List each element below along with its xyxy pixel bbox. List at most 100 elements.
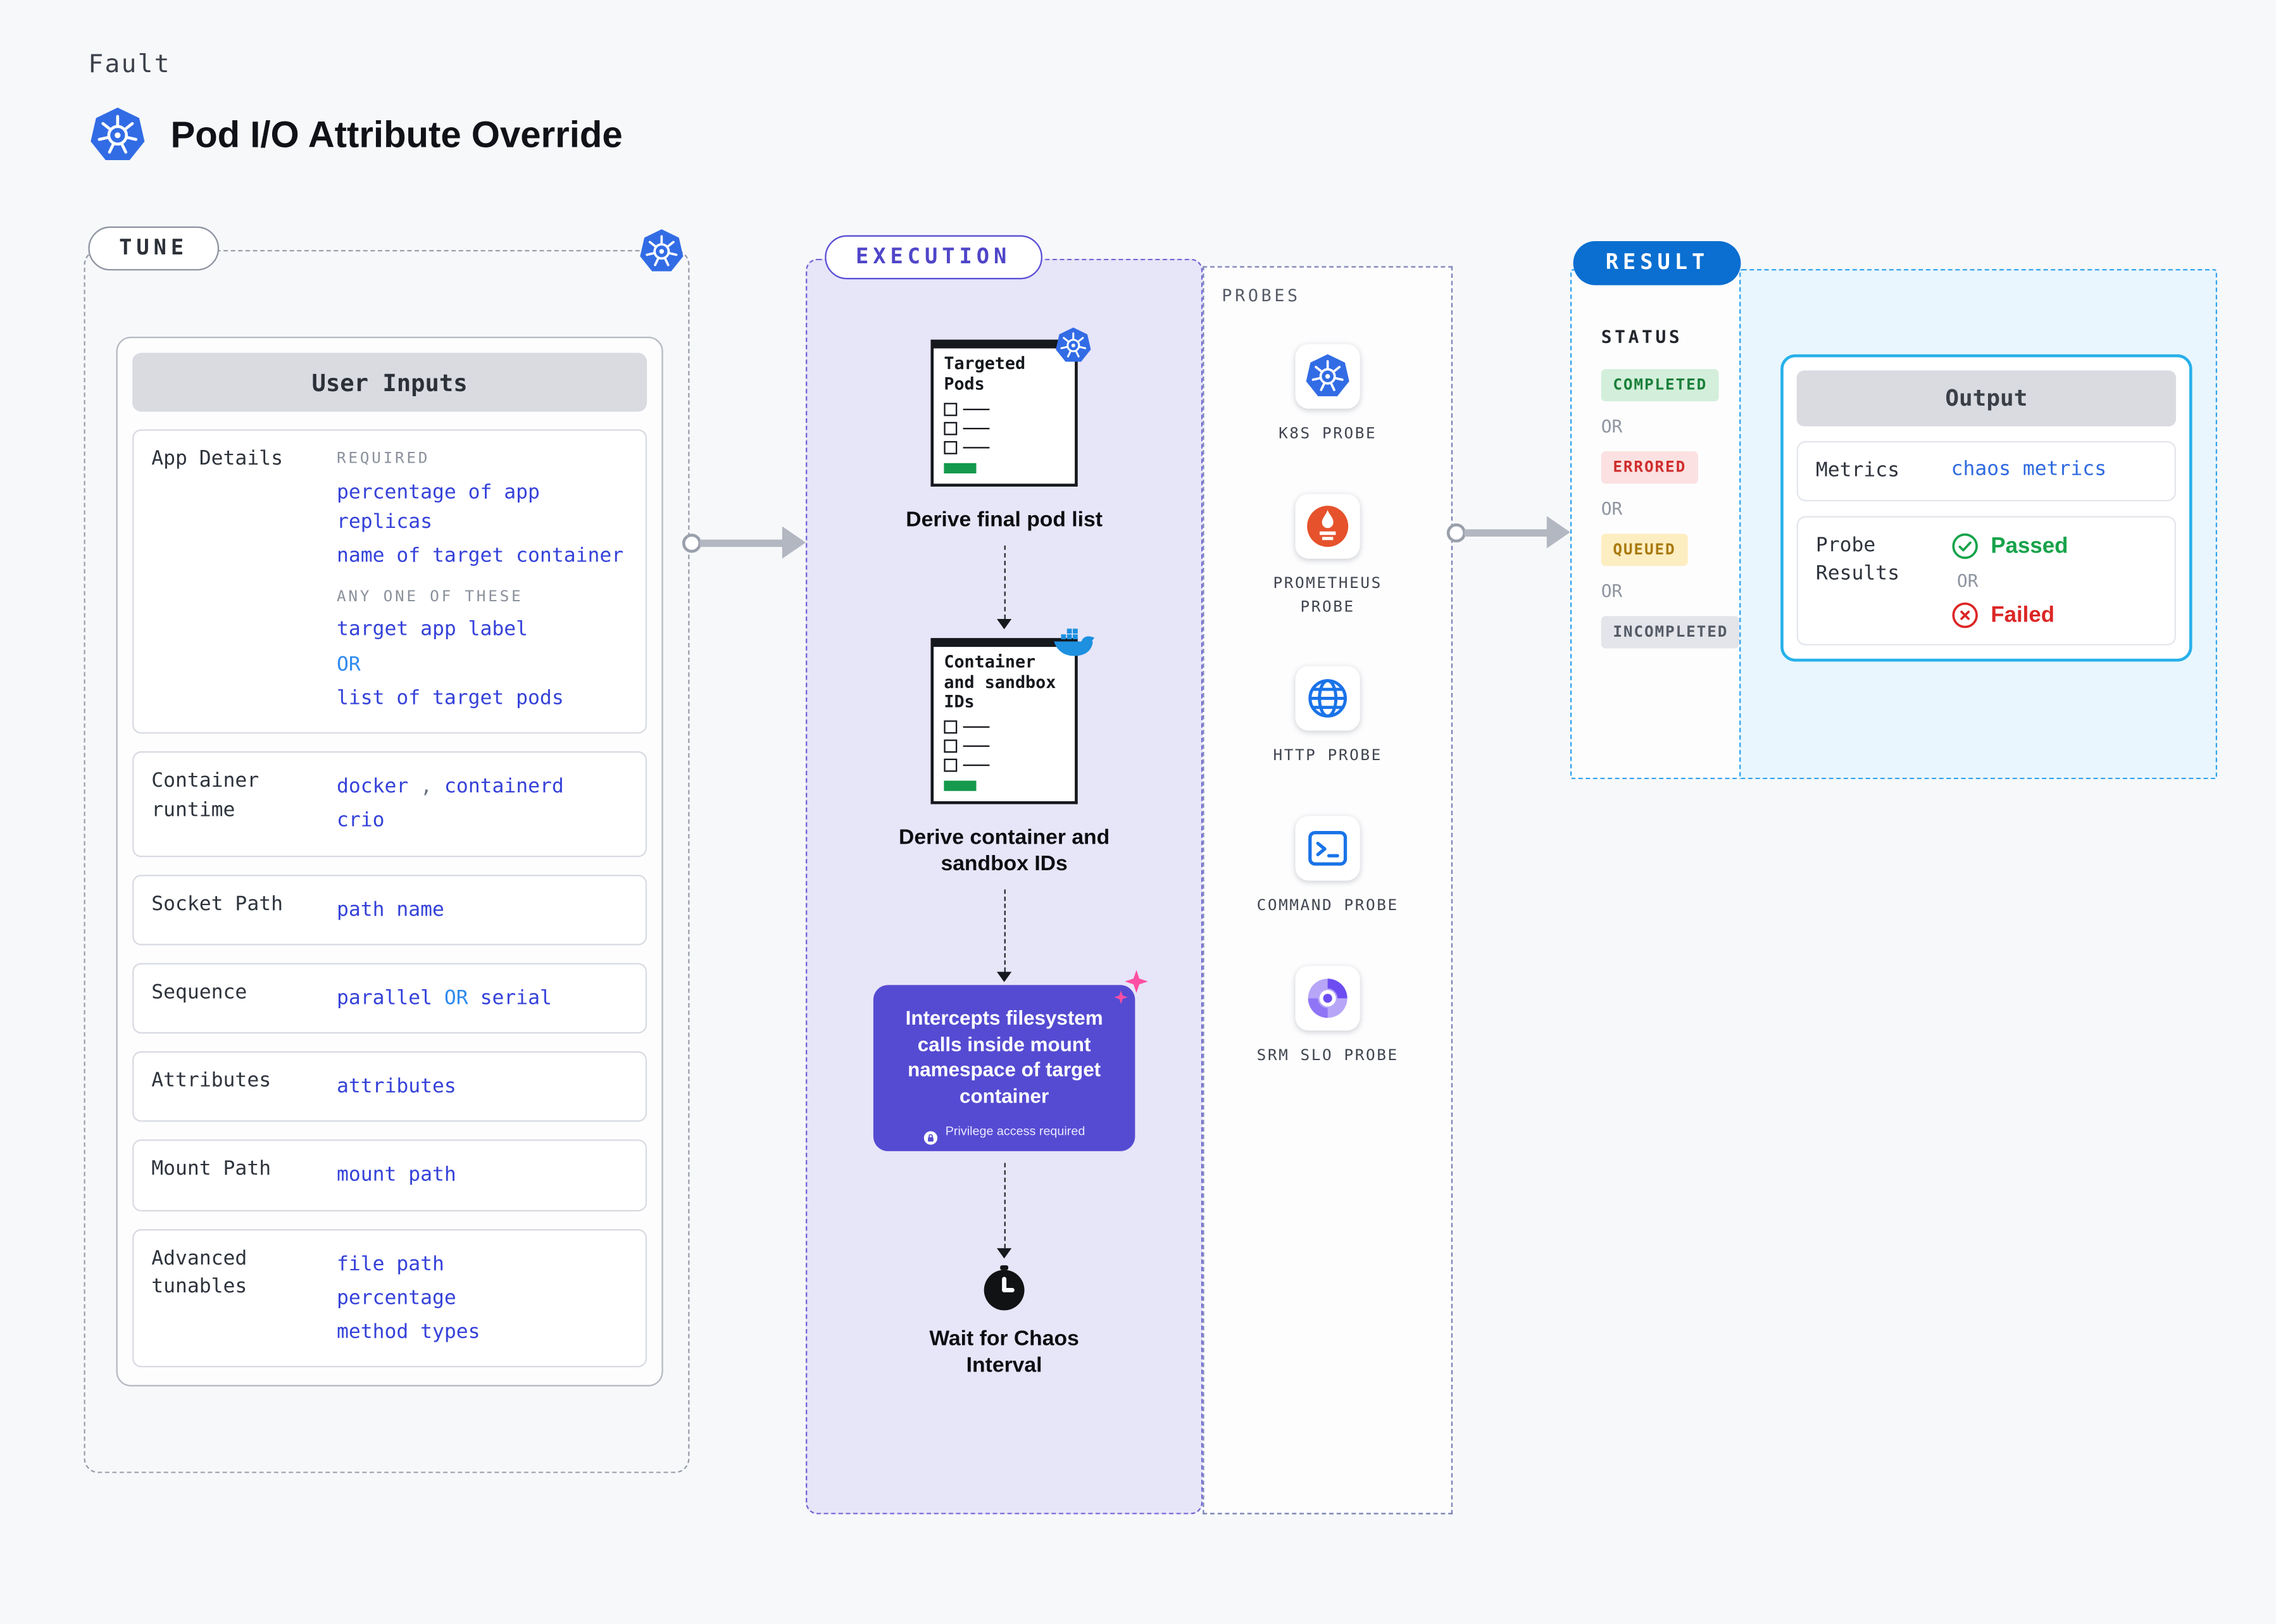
- input-value: file path: [336, 1252, 444, 1276]
- doc-title: Container and sandbox IDs: [944, 651, 1056, 713]
- input-caption: ANY ONE OF THESE: [336, 587, 523, 605]
- connector-arrow-down: [996, 890, 1012, 983]
- dashed-line: [1003, 545, 1005, 619]
- tune-row-values: attributes: [337, 1067, 628, 1106]
- tune-label: TUNE: [88, 226, 219, 271]
- tune-row-label: Sequence: [151, 980, 247, 1004]
- input-value: docker: [336, 775, 409, 799]
- arrow-head: [996, 1247, 1012, 1258]
- metrics-row: Metrics chaos metrics: [1796, 440, 2177, 501]
- line: [963, 427, 990, 429]
- output-panel: Output Metrics chaos metrics Probe Resul…: [1780, 354, 2192, 662]
- container-ids-doc: Container and sandbox IDs: [930, 628, 1095, 804]
- tune-row-label: Mount Path: [151, 1157, 272, 1181]
- prometheus-icon: [1304, 503, 1351, 549]
- probe-item: K8S PROBE: [1279, 344, 1377, 447]
- passed-line: Passed: [1951, 532, 2157, 560]
- sparkle-icon: [1111, 968, 1153, 1009]
- checkbox-icon: [944, 421, 958, 435]
- status-badge-completed: COMPLETED: [1601, 369, 1719, 402]
- input-value: attributes: [336, 1075, 456, 1099]
- srm-slo-icon: [1304, 975, 1351, 1021]
- dashed-line: [1003, 890, 1005, 973]
- input-value: name of target container: [336, 544, 624, 568]
- step-caption: Wait for Chaos Interval: [929, 1327, 1079, 1377]
- kubernetes-icon: [1304, 353, 1351, 400]
- line: [963, 746, 990, 747]
- tune-row-values: mount path: [337, 1156, 628, 1194]
- connector-arrow-down: [996, 1162, 1012, 1258]
- probes-list: K8S PROBE PROMETHEUS PROBE HTTP PROBE CO…: [1204, 344, 1451, 1068]
- docker-icon: [1051, 623, 1098, 658]
- http-probe-icon: [1295, 666, 1360, 732]
- execution-steps: Targeted Pods Derive final pod list: [807, 260, 1201, 1378]
- doc-title: Targeted Pods: [944, 353, 1026, 394]
- targeted-pods-doc: Targeted Pods: [930, 327, 1091, 486]
- intercept-callout: Intercepts filesystem calls inside mount…: [873, 970, 1148, 1151]
- tune-row-label: Advanced tunables: [151, 1246, 247, 1299]
- intercept-text: Intercepts filesystem calls inside mount…: [905, 1008, 1103, 1108]
- probe-label: HTTP PROBE: [1273, 747, 1382, 765]
- page-header: Pod I/O Attribute Override: [88, 106, 623, 165]
- input-caption: REQUIRED: [336, 449, 430, 468]
- input-value: OR: [444, 986, 468, 1010]
- metrics-label: Metrics: [1815, 458, 1900, 482]
- checkbox-row: [944, 402, 1064, 416]
- probe-label: SRM SLO PROBE: [1256, 1046, 1399, 1065]
- or-text: OR: [1601, 416, 1623, 437]
- privilege-text: Privilege access required: [945, 1122, 1085, 1137]
- status-badge-errored: ERRORED: [1601, 451, 1698, 484]
- line: [963, 408, 990, 410]
- arrow-tune-to-execution: [682, 526, 806, 559]
- arrow-head: [1546, 516, 1570, 549]
- probe-item: HTTP PROBE: [1273, 666, 1382, 769]
- line: [963, 726, 990, 728]
- or-text: OR: [1601, 498, 1623, 520]
- kubernetes-icon: [88, 106, 147, 165]
- page-title: Pod I/O Attribute Override: [170, 114, 623, 156]
- probe-label: COMMAND PROBE: [1256, 897, 1399, 915]
- checkbox-icon: [944, 739, 958, 753]
- probe-label: PROMETHEUS PROBE: [1273, 574, 1382, 616]
- or-text: OR: [1956, 570, 1979, 591]
- input-value: path name: [336, 897, 444, 921]
- checkbox-row: [944, 739, 1064, 753]
- input-value: mount path: [336, 1163, 456, 1187]
- arrow-head: [996, 618, 1012, 629]
- passed-text: Passed: [1991, 533, 2068, 559]
- status-badge-incompleted: INCOMPLETED: [1601, 616, 1740, 649]
- probe-label: K8S PROBE: [1279, 425, 1377, 443]
- output-title: Output: [1796, 370, 2177, 427]
- execution-label: EXECUTION: [825, 235, 1042, 280]
- failed-text: Failed: [1991, 603, 2055, 628]
- probes-label: PROBES: [1222, 285, 1301, 306]
- privilege-badge: Privilege access required: [888, 1122, 1120, 1144]
- kubernetes-icon: [638, 228, 685, 275]
- arrow-line: [699, 539, 784, 546]
- probe-item: COMMAND PROBE: [1257, 816, 1399, 918]
- input-value: crio: [336, 809, 385, 833]
- checkbox-row: [944, 720, 1064, 734]
- checkbox-icon: [944, 758, 958, 772]
- arrow-execution-to-result: [1446, 516, 1570, 549]
- probe-results-label: Probe Results: [1815, 533, 1900, 585]
- command-probe-icon: [1295, 816, 1360, 881]
- progress-bar: [944, 780, 977, 792]
- tune-row-values: path name: [337, 890, 628, 929]
- progress-bar: [944, 462, 977, 473]
- execution-section: EXECUTION Targeted Pods Derive final p: [806, 235, 1203, 1515]
- input-value: ,: [408, 775, 444, 799]
- user-inputs-title: User Inputs: [132, 353, 647, 412]
- x-circle-icon: [1951, 601, 1979, 629]
- output-section: Output Metrics chaos metrics Probe Resul…: [1739, 269, 2218, 780]
- tune-row-values: parallel OR serial: [337, 979, 628, 1018]
- srm-slo-probe-icon: [1295, 965, 1360, 1030]
